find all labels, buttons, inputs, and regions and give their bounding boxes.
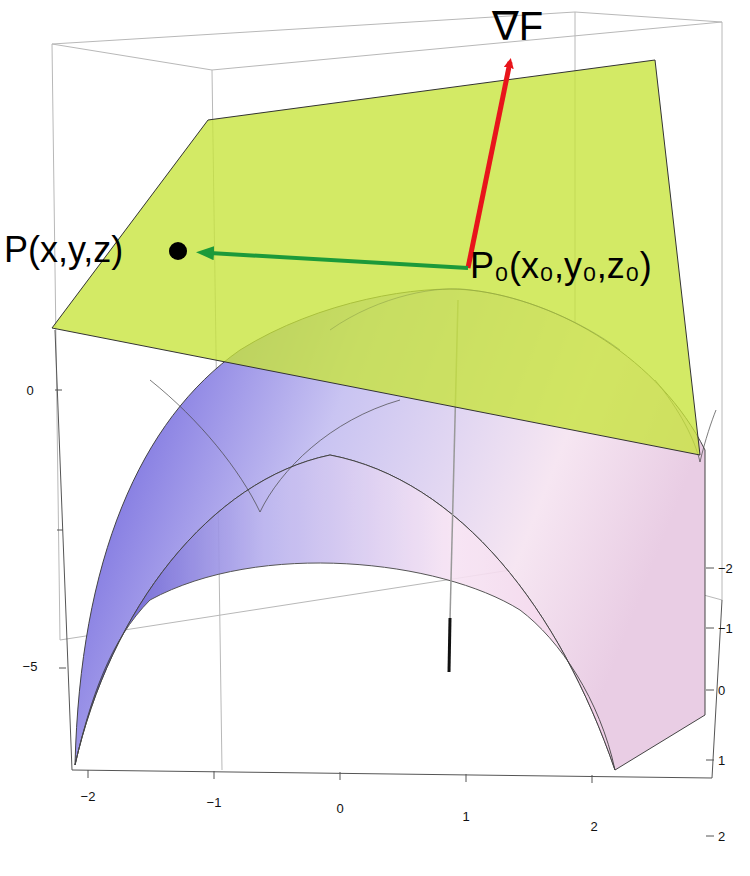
gradient-label: ∇F [492, 6, 543, 46]
tangent-plane [52, 60, 700, 455]
tick-label: 0 [26, 384, 33, 397]
tick-label: −1 [207, 796, 222, 809]
tick-label: 0 [336, 802, 343, 815]
tick-label: 2 [718, 830, 725, 843]
tick-label: 1 [462, 810, 469, 823]
tick-label: −5 [23, 660, 38, 673]
vertical-line [449, 618, 450, 672]
plane-vector [210, 253, 468, 268]
surface-top [330, 289, 620, 350]
bounding-box [52, 12, 722, 770]
tick-label: −1 [718, 622, 733, 635]
tick-label: 1 [718, 754, 725, 767]
tick-label: −2 [81, 790, 96, 803]
point-label: P₀(x₀,y₀,z₀) [470, 248, 652, 284]
tick-label: 2 [590, 820, 597, 833]
point-dot [169, 242, 187, 260]
gradient-arrow [468, 62, 510, 268]
point-label: P(x,y,z) [4, 232, 123, 268]
surface-front [75, 455, 615, 770]
tick-label: −2 [718, 562, 733, 575]
tick-label: 0 [718, 684, 725, 697]
surface-fold [150, 380, 400, 512]
